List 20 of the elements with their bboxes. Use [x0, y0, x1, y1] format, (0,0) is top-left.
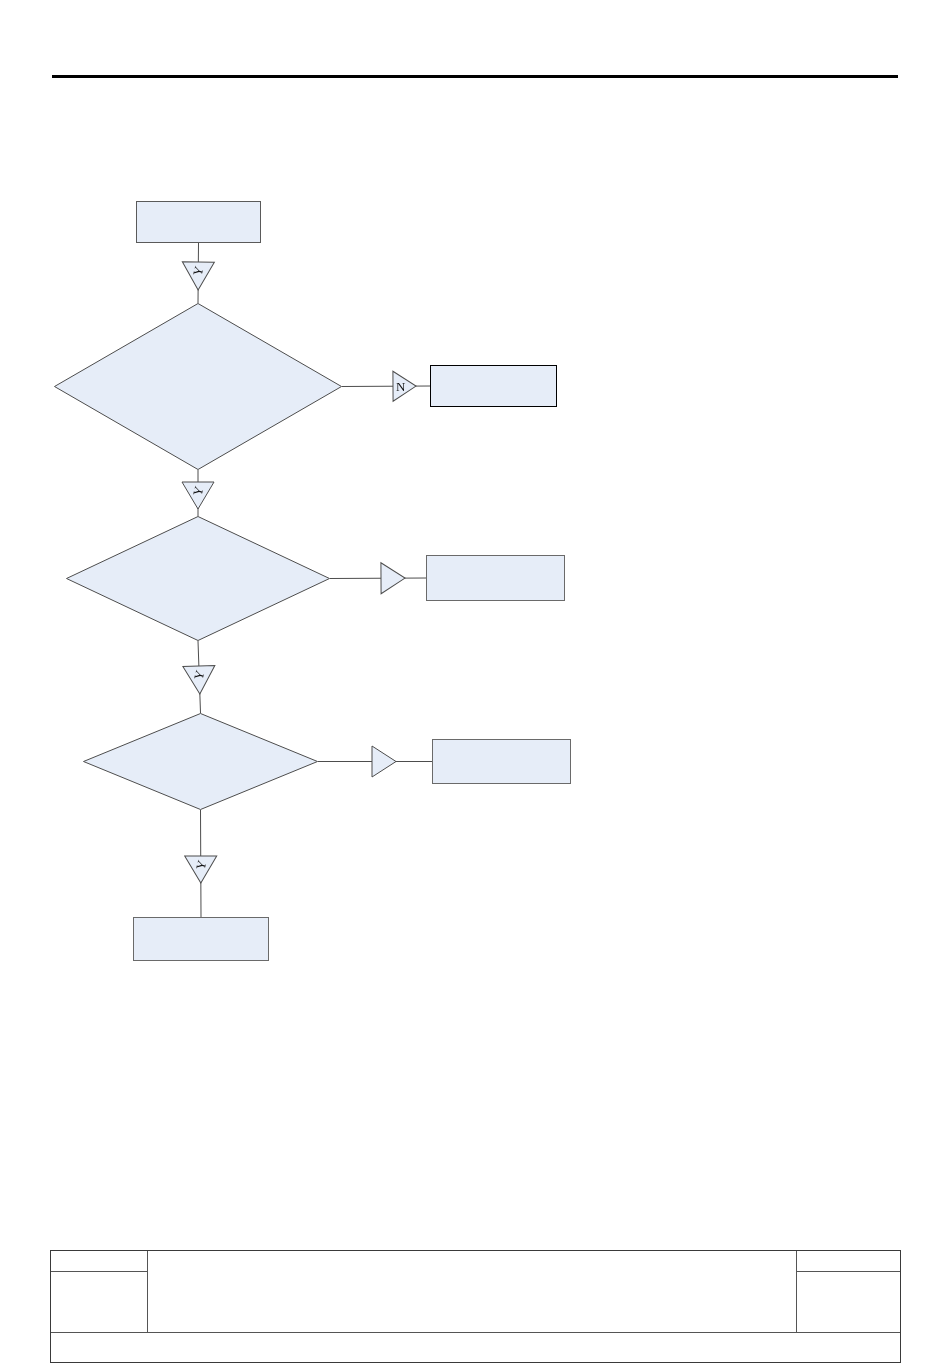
decision-diamond: [83, 713, 318, 810]
edge-label: Y: [190, 484, 206, 498]
process-box: [426, 555, 565, 601]
flow-arrow: [182, 640, 216, 714]
flow-arrow: [181, 469, 215, 517]
process-box: [136, 201, 261, 243]
flow-arrow: [181, 242, 215, 304]
edge-label: Y: [190, 265, 206, 278]
flow-arrow: [184, 809, 218, 918]
process-box: [430, 365, 557, 407]
edge-label: N: [395, 379, 406, 393]
process-box: [133, 917, 269, 961]
edge-label: Y: [191, 669, 207, 682]
flow-arrow: [329, 562, 427, 595]
flow-arrow: [317, 745, 433, 778]
flow-arrow: [341, 370, 431, 402]
decision-diamond: [66, 516, 330, 641]
decision-diamond: [54, 303, 342, 470]
edge-label: Y: [193, 858, 209, 872]
process-box: [432, 739, 571, 784]
